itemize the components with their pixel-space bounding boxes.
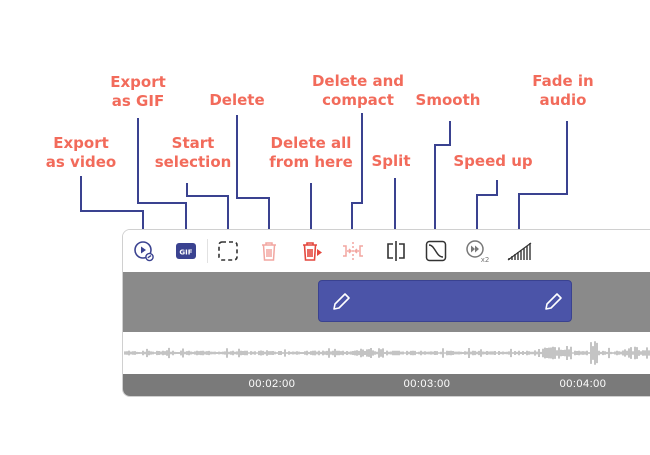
- callout-start-selection: Start selection: [154, 134, 232, 171]
- gif-label: GIF: [179, 249, 192, 257]
- callout-speed-up: Speed up: [453, 152, 533, 170]
- speed-up-button[interactable]: x2: [465, 238, 491, 264]
- time-tick: 00:03:00: [403, 378, 451, 390]
- speed-badge: x2: [481, 256, 490, 263]
- delete-compact-icon: [343, 242, 363, 260]
- callout-smooth: Smooth: [415, 91, 481, 109]
- leader-export-gif: [137, 118, 187, 230]
- leader-speed-up: [476, 180, 498, 230]
- leader-smooth: [434, 121, 451, 230]
- fade-in-button[interactable]: [507, 238, 533, 264]
- leader-delete-compact: [351, 113, 363, 230]
- start-selection-button[interactable]: [215, 238, 241, 264]
- delete-all-button[interactable]: [299, 238, 325, 264]
- export-video-button[interactable]: [131, 238, 157, 264]
- toolbar: GIF: [123, 230, 650, 272]
- callout-delete-all: Delete all from here: [269, 134, 353, 171]
- pencil-icon: [333, 293, 350, 310]
- export-gif-icon: GIF: [176, 243, 196, 259]
- time-tick: 00:04:00: [559, 378, 607, 390]
- smooth-button[interactable]: [423, 238, 449, 264]
- fade-in-icon: [507, 242, 532, 261]
- timeline-editor: GIF: [122, 229, 650, 397]
- callout-delete-compact: Delete and compact: [311, 72, 405, 109]
- audio-waveform[interactable]: [123, 332, 650, 374]
- selection-range[interactable]: [318, 280, 572, 322]
- callout-delete: Delete: [209, 91, 265, 109]
- split-button[interactable]: [383, 238, 409, 264]
- start-selection-icon: [218, 241, 238, 261]
- leader-export-video: [80, 176, 144, 230]
- leader-start-selection: [186, 183, 229, 230]
- callout-fade-in: Fade in audio: [532, 72, 594, 109]
- callout-export-gif: Export as GIF: [110, 73, 166, 110]
- selection-end-handle[interactable]: [541, 290, 565, 314]
- pencil-icon: [545, 293, 562, 310]
- smooth-icon: [425, 240, 447, 262]
- time-tick: 00:02:00: [248, 378, 296, 390]
- video-track[interactable]: [123, 272, 650, 332]
- delete-all-icon: [303, 242, 322, 261]
- callout-export-video: Export as video: [45, 134, 117, 171]
- delete-compact-button[interactable]: [340, 238, 366, 264]
- time-ruler[interactable]: 00:02:00 00:03:00 00:04:00: [123, 374, 650, 396]
- callout-split: Split: [371, 152, 411, 170]
- speed-up-icon: x2: [466, 240, 490, 263]
- delete-button[interactable]: [256, 238, 282, 264]
- export-gif-button[interactable]: GIF: [173, 238, 199, 264]
- leader-fade-in: [518, 121, 568, 230]
- waveform-graphic: [124, 341, 650, 365]
- export-video-icon: [134, 241, 154, 262]
- selection-start-handle[interactable]: [329, 290, 353, 314]
- delete-icon: [262, 242, 276, 261]
- split-icon: [387, 241, 405, 261]
- leader-delete: [236, 115, 270, 230]
- toolbar-divider: [207, 239, 208, 263]
